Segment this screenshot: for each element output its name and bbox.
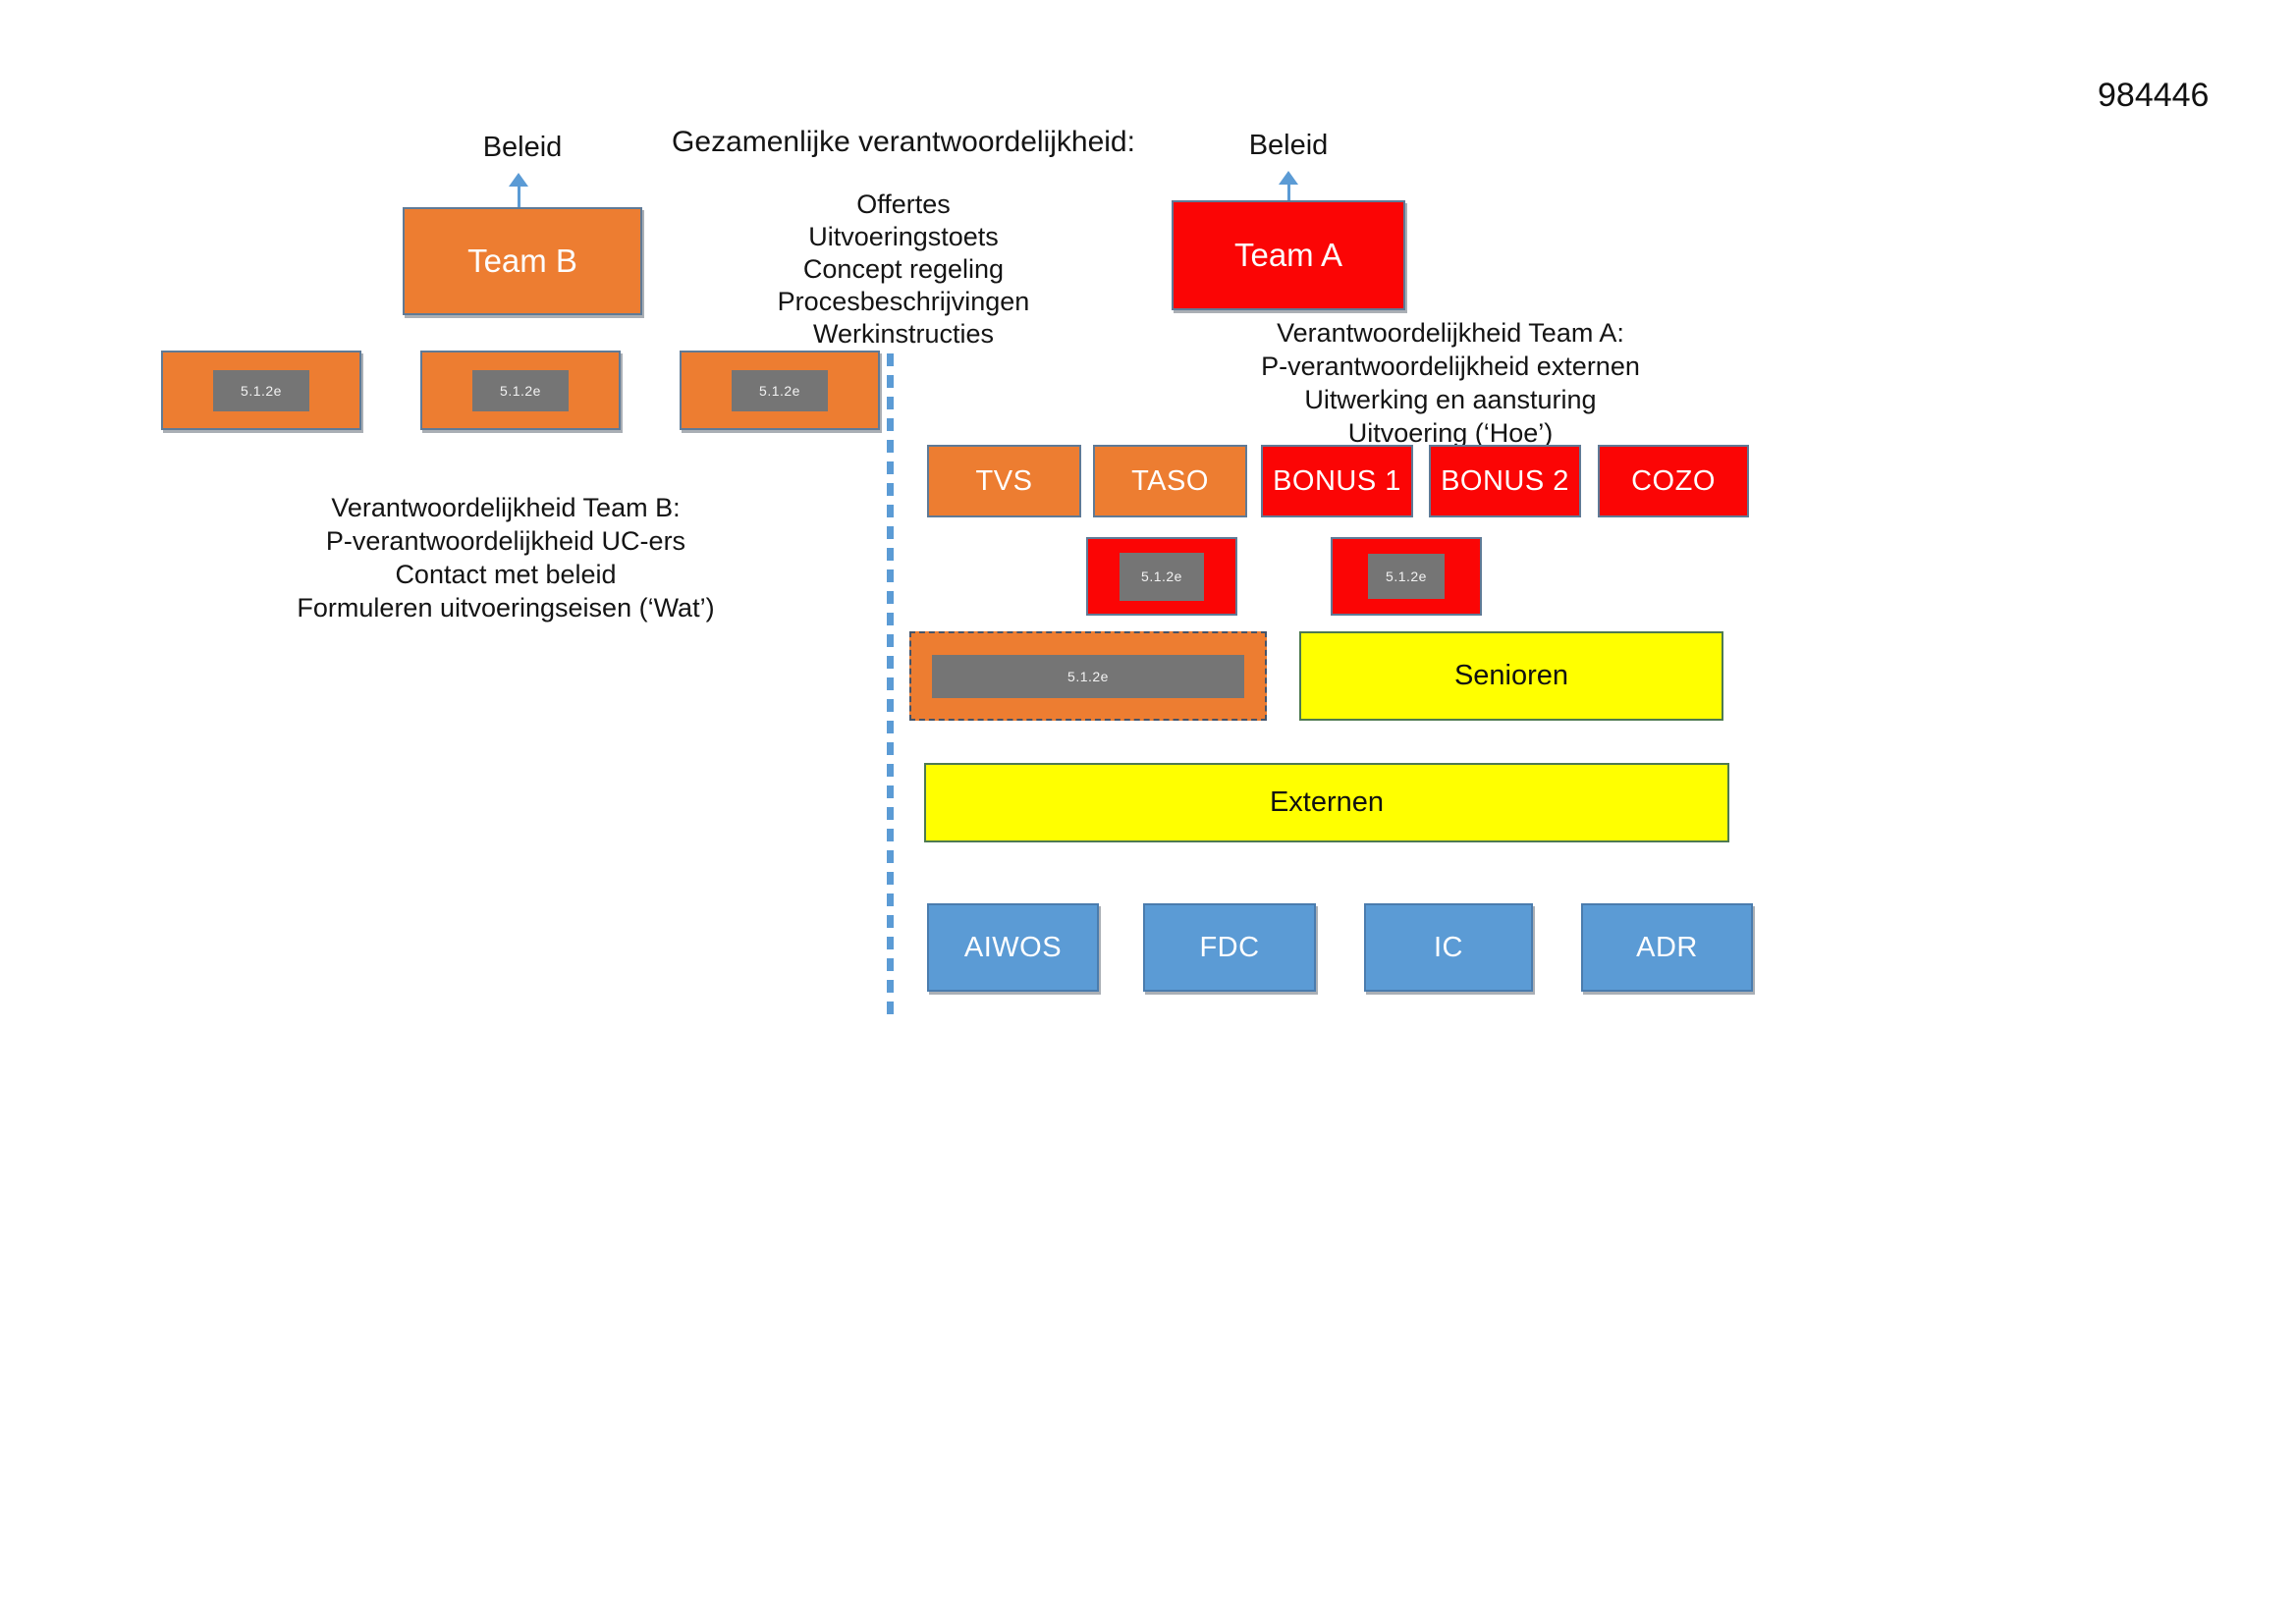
beleid-label-left: Beleid (482, 132, 563, 163)
team-a-box: Team A (1172, 200, 1405, 310)
team-b-box: Team B (403, 207, 642, 315)
senioren-box: Senioren (1299, 631, 1723, 721)
unit-box-tvs: TVS (927, 445, 1081, 517)
unit-box-bonus1: BONUS 1 (1261, 445, 1413, 517)
team-b-label: Team B (467, 243, 577, 279)
team-a-label: Team A (1233, 237, 1343, 273)
arrow-up-team-a (1278, 171, 1299, 206)
unit-label: BONUS 1 (1273, 464, 1401, 497)
unit-box-cozo: COZO (1598, 445, 1749, 517)
document-number: 984446 (2098, 77, 2210, 114)
bottom-label: AIWOS (963, 931, 1063, 963)
arrow-shaft (1286, 185, 1290, 206)
redaction-label: 5.1.2e (1368, 554, 1445, 599)
shared-item: Werkinstructies (812, 319, 995, 349)
dashed-divider-line (887, 353, 894, 1021)
team-a-resp-line: Uitvoering (‘Hoe’) (1347, 418, 1554, 448)
team-a-resp-title: Verantwoordelijkheid Team A: (1277, 318, 1624, 348)
arrow-up-team-b (508, 173, 529, 208)
redacted-box-red-1: 5.1.2e (1086, 537, 1237, 616)
redacted-box-orange-3: 5.1.2e (680, 351, 880, 430)
team-b-resp-line: Contact met beleid (395, 560, 617, 589)
bottom-box-adr: ADR (1581, 903, 1753, 992)
redaction-label: 5.1.2e (1120, 552, 1204, 601)
redaction-label: 5.1.2e (472, 369, 569, 411)
unit-box-taso: TASO (1093, 445, 1247, 517)
shared-item: Uitvoeringstoets (808, 222, 999, 251)
bottom-box-ic: IC (1364, 903, 1533, 992)
redaction-label: 5.1.2e (213, 369, 309, 411)
team-a-responsibilities: Verantwoordelijkheid Team A: P-verantwoo… (1254, 316, 1647, 450)
redaction-label: 5.1.2e (732, 369, 828, 411)
team-b-resp-title: Verantwoordelijkheid Team B: (331, 493, 681, 522)
team-b-responsibilities: Verantwoordelijkheid Team B: P-verantwoo… (211, 491, 800, 624)
team-a-resp-line: P-verantwoordelijkheid externen (1261, 352, 1640, 381)
redacted-box-dashed-orange: 5.1.2e (909, 631, 1267, 721)
redacted-box-orange-1: 5.1.2e (161, 351, 361, 430)
unit-label: TASO (1131, 464, 1209, 497)
team-a-resp-line: Uitwerking en aansturing (1304, 385, 1597, 414)
beleid-label-right: Beleid (1248, 130, 1329, 161)
shared-item: Offertes (856, 189, 951, 219)
unit-label: TVS (975, 464, 1033, 497)
unit-label: COZO (1631, 464, 1716, 497)
redacted-box-orange-2: 5.1.2e (420, 351, 621, 430)
shared-responsibility-title: Gezamenlijke verantwoordelijkheid: (672, 126, 1135, 158)
redaction-label: 5.1.2e (932, 654, 1244, 698)
bottom-box-aiwos: AIWOS (927, 903, 1099, 992)
arrow-head-icon (1279, 171, 1298, 185)
shared-item: Concept regeling (802, 254, 1005, 284)
senioren-label: Senioren (1453, 660, 1569, 691)
bottom-label: IC (1434, 931, 1463, 963)
redacted-box-red-2: 5.1.2e (1331, 537, 1482, 616)
externen-box: Externen (924, 763, 1729, 842)
shared-item: Procesbeschrijvingen (777, 287, 1030, 316)
externen-label: Externen (1269, 786, 1385, 818)
bottom-label: FDC (1199, 931, 1260, 963)
unit-box-bonus2: BONUS 2 (1429, 445, 1581, 517)
arrow-head-icon (509, 173, 528, 187)
bottom-box-fdc: FDC (1143, 903, 1316, 992)
arrow-shaft (517, 187, 520, 208)
shared-responsibility-list: Offertes Uitvoeringstoets Concept regeli… (658, 189, 1149, 351)
team-b-resp-line: P-verantwoordelijkheid UC-ers (325, 526, 686, 556)
unit-label: BONUS 2 (1441, 464, 1569, 497)
team-b-resp-line: Formuleren uitvoeringseisen (‘Wat’) (297, 593, 715, 623)
bottom-label: ADR (1636, 931, 1698, 963)
